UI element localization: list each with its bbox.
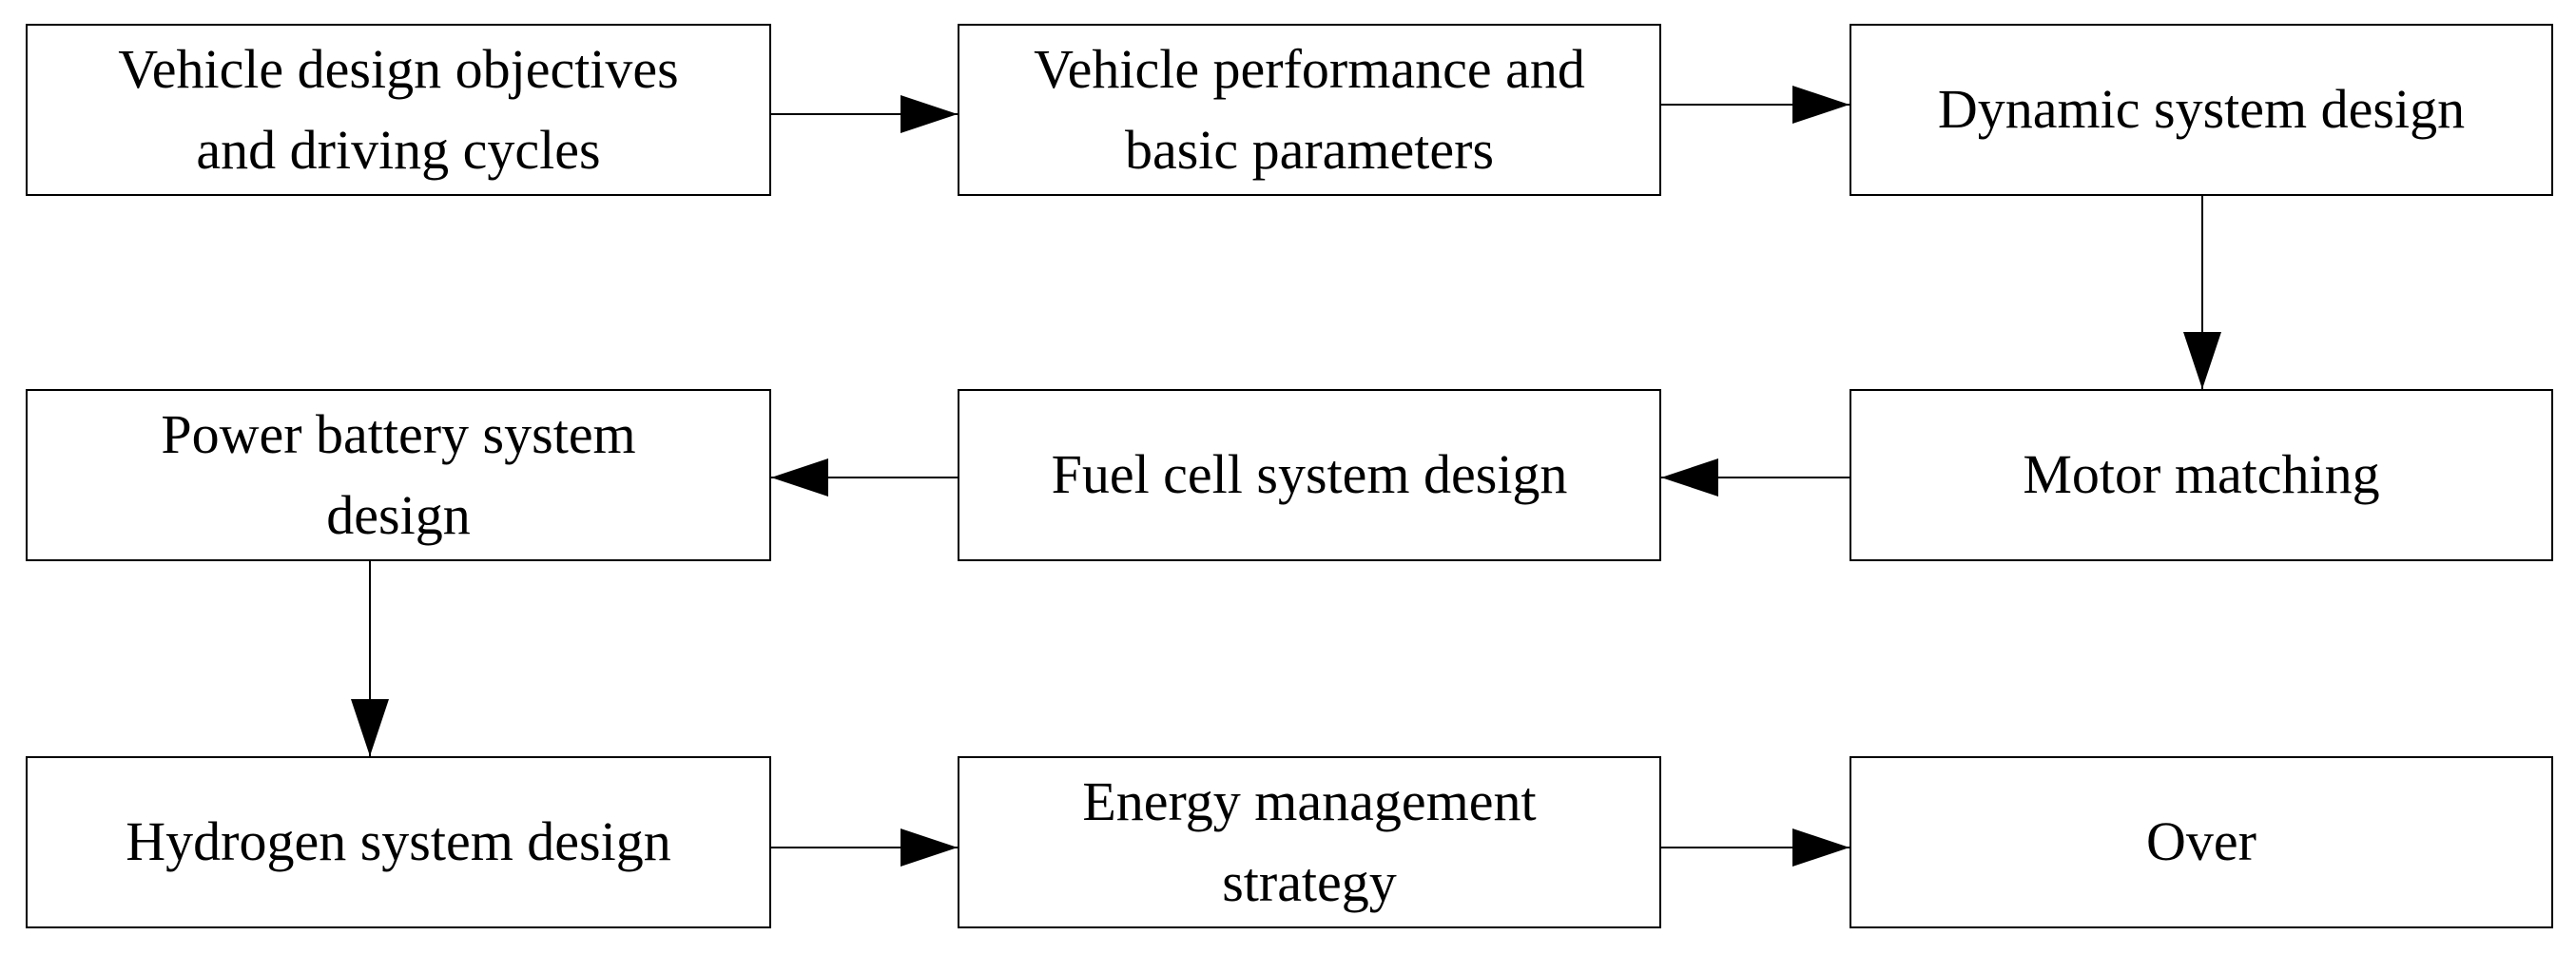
step-label: Motor matching bbox=[2023, 443, 2380, 506]
step-motor-matching: Motor matching bbox=[1850, 389, 2553, 561]
step-over: Over bbox=[1850, 756, 2553, 928]
step-vehicle-design-objectives: Vehicle design objectives and driving cy… bbox=[26, 24, 771, 196]
step-label: Hydrogen system design bbox=[126, 810, 671, 873]
step-fuel-cell-system-design: Fuel cell system design bbox=[958, 389, 1661, 561]
step-dynamic-system-design: Dynamic system design bbox=[1850, 24, 2553, 196]
step-label: Dynamic system design bbox=[1937, 78, 2466, 141]
step-power-battery-system-design: Power battery system design bbox=[26, 389, 771, 561]
step-label: Energy management strategy bbox=[1082, 770, 1537, 913]
step-label: Fuel cell system design bbox=[1051, 443, 1568, 506]
step-hydrogen-system-design: Hydrogen system design bbox=[26, 756, 771, 928]
step-label: Vehicle design objectives and driving cy… bbox=[118, 37, 679, 181]
step-label: Over bbox=[2146, 810, 2256, 873]
step-energy-management-strategy: Energy management strategy bbox=[958, 756, 1661, 928]
step-label: Vehicle performance and basic parameters bbox=[1034, 37, 1585, 181]
step-label: Power battery system design bbox=[161, 402, 636, 546]
step-vehicle-performance: Vehicle performance and basic parameters bbox=[958, 24, 1661, 196]
